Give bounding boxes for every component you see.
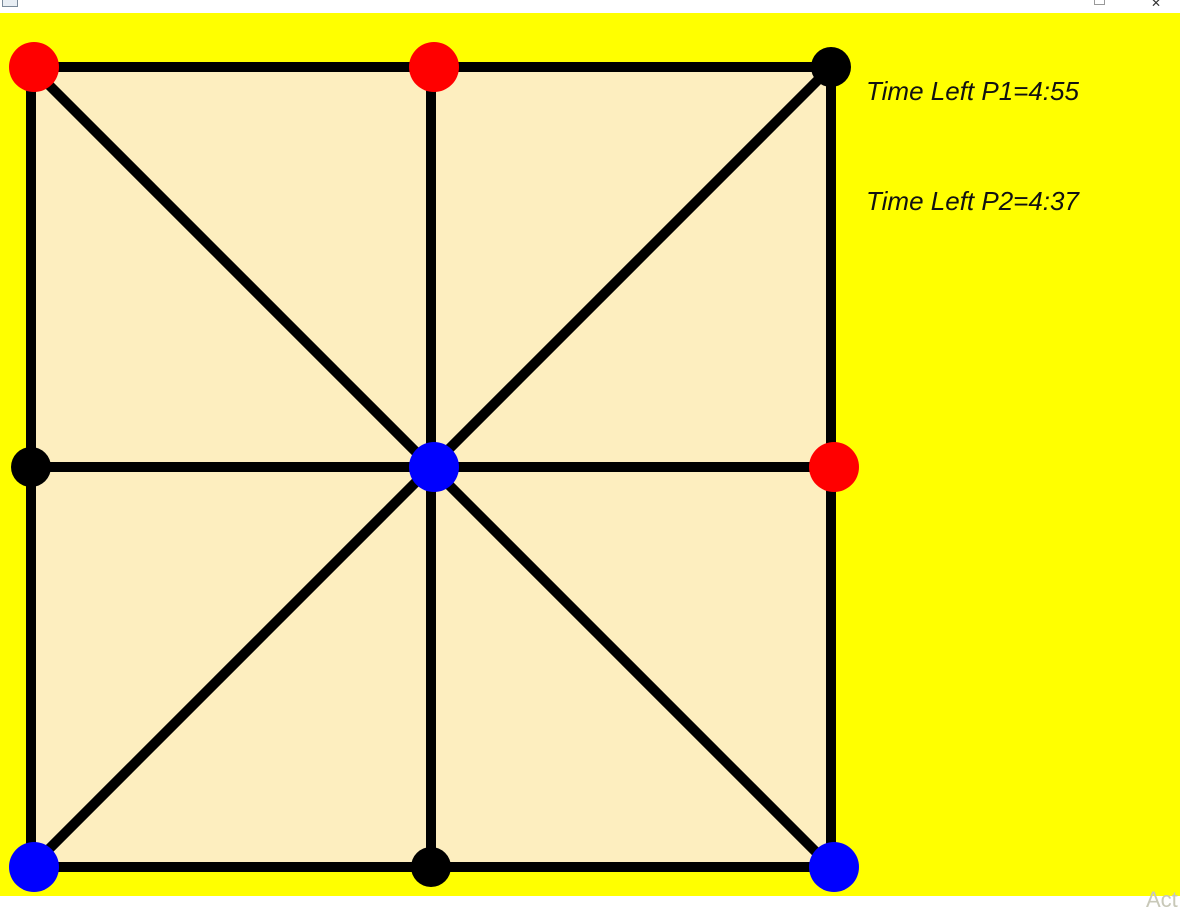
game-board — [9, 42, 859, 892]
app-icon — [2, 0, 18, 7]
timer-p2: Time Left P2=4:37 — [866, 186, 1079, 216]
piece-p1-middle-right[interactable] — [809, 442, 859, 492]
window-titlebar: ✕ — [0, 0, 1180, 13]
board-nodes — [9, 42, 859, 892]
piece-p2-bottom-left[interactable] — [9, 842, 59, 892]
piece-p1-top-left[interactable] — [9, 42, 59, 92]
piece-p2-center[interactable] — [409, 442, 459, 492]
piece-p2-bottom-right[interactable] — [809, 842, 859, 892]
game-area: Time Left P1=4:55 Time Left P2=4:37 Act — [0, 13, 1180, 912]
node-top-right[interactable] — [811, 47, 851, 87]
node-bottom-middle[interactable] — [411, 847, 451, 887]
activation-watermark: Act — [1146, 887, 1178, 912]
timer-p1: Time Left P1=4:55 — [866, 76, 1079, 106]
node-middle-left[interactable] — [11, 447, 51, 487]
piece-p1-top-middle[interactable] — [409, 42, 459, 92]
close-icon[interactable]: ✕ — [1151, 0, 1162, 10]
maximize-icon[interactable] — [1094, 0, 1105, 5]
